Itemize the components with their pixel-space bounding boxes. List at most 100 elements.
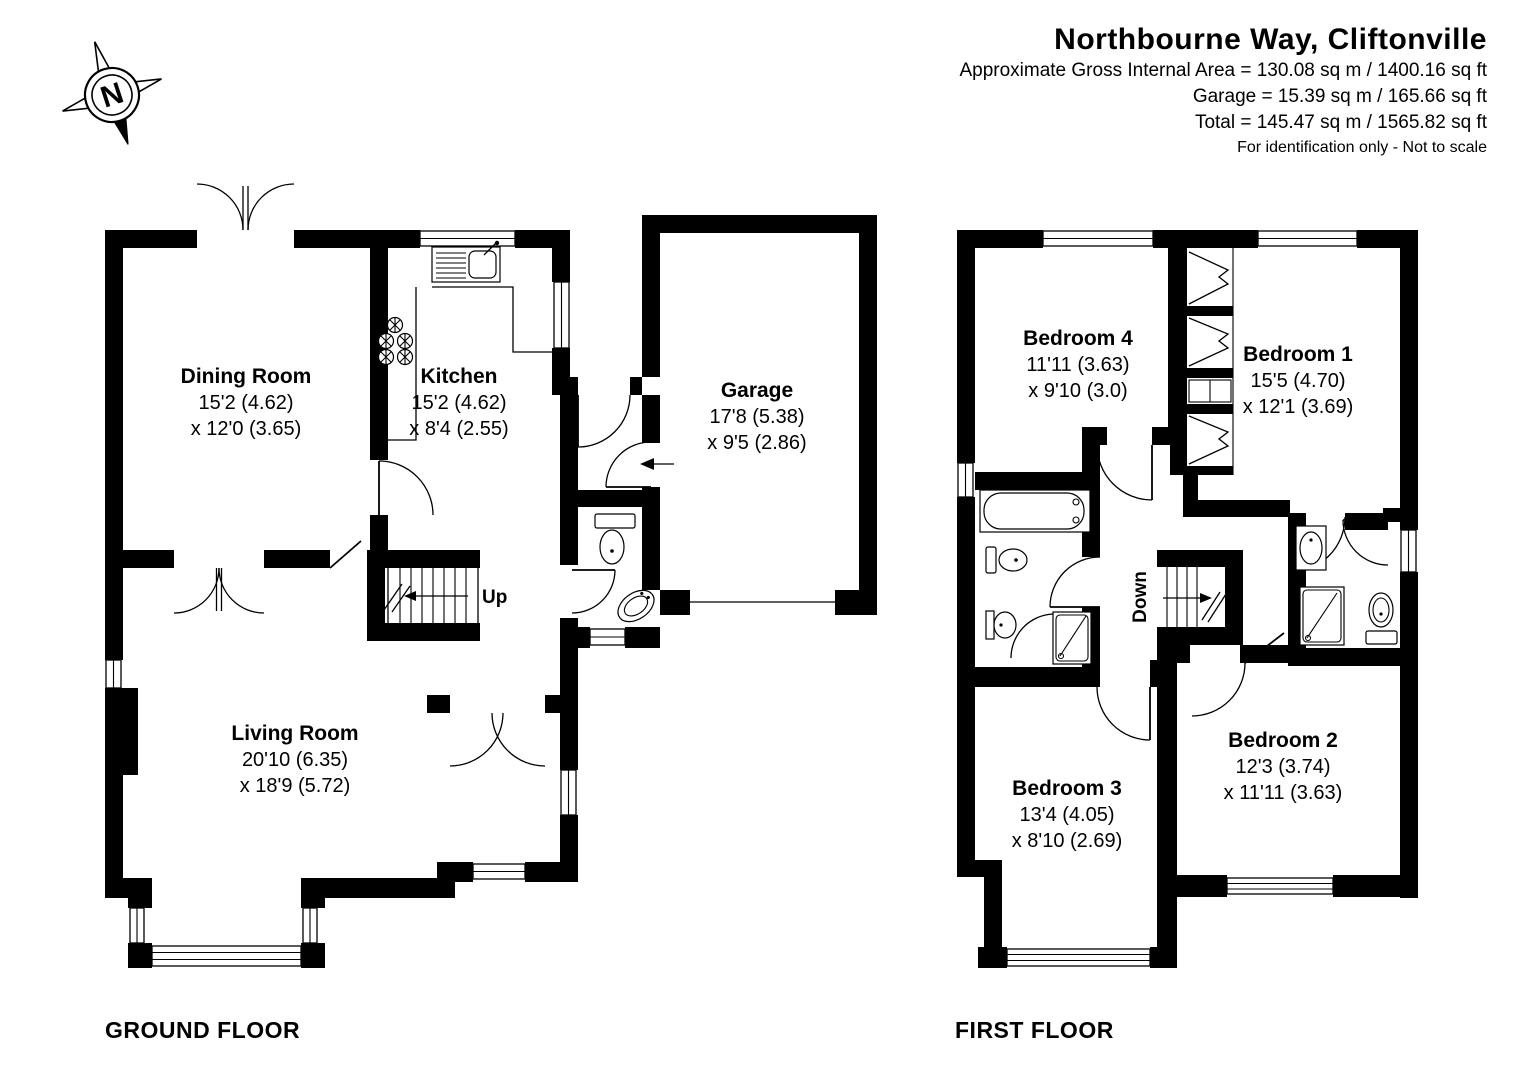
wc-fixtures	[594, 513, 655, 623]
french-doors-dining-top	[196, 183, 295, 231]
window	[1006, 948, 1151, 967]
door-living-hall-leaf	[329, 540, 362, 569]
ground-floor-plan: Dining Room 15'2 (4.62) x 12'0 (3.65) Ki…	[105, 183, 877, 1043]
svg-text:12'3 (3.74): 12'3 (3.74)	[1236, 756, 1331, 778]
window	[1257, 230, 1358, 247]
door-wc	[571, 569, 616, 614]
svg-text:Dining Room: Dining Room	[181, 365, 312, 388]
svg-text:15'2 (4.62): 15'2 (4.62)	[412, 392, 507, 414]
door-bedroom2	[1191, 632, 1285, 717]
first-floor-windows	[957, 230, 1417, 967]
room-label-kitchen: Kitchen 15'2 (4.62) x 8'4 (2.55)	[409, 365, 508, 440]
svg-text:x 18'9 (5.72): x 18'9 (5.72)	[240, 775, 351, 797]
gross-internal-area: Approximate Gross Internal Area = 130.08…	[959, 60, 1487, 81]
window	[1042, 230, 1154, 247]
room-label-living: Living Room 20'10 (6.35) x 18'9 (5.72)	[231, 722, 358, 797]
shower-door-arc	[1010, 613, 1054, 659]
french-doors-dining-living	[173, 567, 265, 614]
first-floor-label: FIRST FLOOR	[955, 1017, 1114, 1043]
window	[560, 769, 577, 816]
window	[472, 863, 526, 880]
ground-floor-windows	[105, 230, 835, 967]
room-label-bedroom2: Bedroom 2 12'3 (3.74) x 11'11 (3.63)	[1224, 729, 1343, 804]
door-bedroom4	[1096, 444, 1153, 501]
door-ensuite	[1342, 519, 1389, 566]
room-label-garage: Garage 17'8 (5.38) x 9'5 (2.86)	[707, 379, 806, 454]
front-door	[605, 441, 652, 488]
svg-text:15'2 (4.62): 15'2 (4.62)	[199, 392, 294, 414]
ground-floor-doors	[173, 183, 674, 767]
svg-text:11'11 (3.63): 11'11 (3.63)	[1026, 354, 1129, 376]
chimney-breast	[123, 688, 138, 775]
shower-icon	[1052, 611, 1092, 665]
first-floor-plan: Bedroom 4 11'11 (3.63) x 9'10 (3.0) Bedr…	[955, 230, 1418, 1043]
title-block: Northbourne Way, Cliftonville Approximat…	[959, 22, 1487, 160]
toilet-icon	[594, 513, 636, 565]
svg-text:x 12'1 (3.69): x 12'1 (3.69)	[1243, 396, 1354, 418]
svg-text:Bedroom 1: Bedroom 1	[1243, 343, 1353, 366]
svg-text:x 12'0 (3.65): x 12'0 (3.65)	[191, 418, 302, 440]
kitchen-counter	[432, 286, 552, 353]
page-title: Northbourne Way, Cliftonville	[1054, 23, 1487, 56]
total-area: Total = 145.47 sq m / 1565.82 sq ft	[1194, 112, 1487, 133]
svg-text:x 9'10 (3.0): x 9'10 (3.0)	[1028, 380, 1127, 402]
window	[957, 462, 974, 498]
ensuite-fixtures	[1295, 525, 1398, 646]
svg-text:Bedroom 2: Bedroom 2	[1228, 729, 1338, 752]
stairs-down-label: Down	[1130, 571, 1151, 623]
sink-icon	[617, 589, 655, 623]
svg-text:x 8'4 (2.55): x 8'4 (2.55)	[409, 418, 508, 440]
first-floor-walls	[957, 230, 1418, 968]
hob-icon	[377, 316, 414, 366]
toilet-icon	[985, 546, 1028, 574]
shower-icon	[1299, 586, 1345, 646]
svg-text:x 8'10 (2.69): x 8'10 (2.69)	[1012, 830, 1123, 852]
stairs-up-label: Up	[482, 587, 507, 608]
garage-area: Garage = 15.39 sq m / 165.66 sq ft	[1192, 86, 1487, 107]
svg-text:15'5 (4.70): 15'5 (4.70)	[1251, 370, 1346, 392]
svg-text:Garage: Garage	[721, 379, 793, 402]
svg-text:17'8 (5.38): 17'8 (5.38)	[710, 406, 805, 428]
ground-floor-label: GROUND FLOOR	[105, 1017, 300, 1043]
stairs-up-icon	[383, 566, 479, 626]
window	[105, 659, 122, 689]
window	[1226, 877, 1334, 895]
kitchen-counter	[388, 287, 417, 441]
svg-text:x 9'5 (2.86): x 9'5 (2.86)	[707, 432, 806, 454]
window	[419, 230, 516, 247]
bathroom-fixtures	[979, 489, 1092, 665]
room-label-bedroom3: Bedroom 3 13'4 (4.05) x 8'10 (2.69)	[1012, 777, 1123, 852]
sink-icon	[985, 610, 1017, 640]
stairs-down-icon	[1163, 567, 1227, 627]
wardrobe-icon	[1188, 248, 1234, 475]
door-bathroom	[1049, 556, 1101, 608]
window	[1400, 529, 1417, 573]
toilet-icon	[1365, 592, 1398, 645]
entrance-arrow-icon	[640, 458, 674, 470]
room-label-bedroom1: Bedroom 1 15'5 (4.70) x 12'1 (3.69)	[1243, 343, 1354, 418]
svg-text:Bedroom 4: Bedroom 4	[1023, 327, 1133, 350]
window	[553, 281, 570, 349]
bay-window	[129, 907, 318, 967]
door-bedroom3	[1096, 686, 1151, 741]
svg-text:Living Room: Living Room	[231, 722, 358, 745]
svg-text:Bedroom 3: Bedroom 3	[1012, 777, 1122, 800]
ground-floor-walls	[105, 215, 877, 968]
disclaimer-text: For identification only - Not to scale	[1237, 139, 1487, 156]
room-label-dining: Dining Room 15'2 (4.62) x 12'0 (3.65)	[181, 365, 312, 440]
svg-text:13'4 (4.05): 13'4 (4.05)	[1020, 804, 1115, 826]
kitchen-fixtures	[377, 240, 552, 441]
door-kitchen-dining	[378, 460, 434, 516]
first-floor-doors	[1010, 444, 1389, 741]
window	[589, 628, 626, 646]
sink-icon	[1295, 525, 1327, 571]
svg-text:20'10 (6.35): 20'10 (6.35)	[242, 749, 348, 771]
svg-text:x 11'11 (3.63): x 11'11 (3.63)	[1224, 782, 1343, 804]
compass-rose: N	[62, 41, 162, 145]
double-doors-hall-living	[449, 712, 546, 767]
svg-text:Kitchen: Kitchen	[420, 365, 497, 388]
room-label-bedroom4: Bedroom 4 11'11 (3.63) x 9'10 (3.0)	[1023, 327, 1133, 402]
bathtub-icon	[979, 489, 1091, 533]
